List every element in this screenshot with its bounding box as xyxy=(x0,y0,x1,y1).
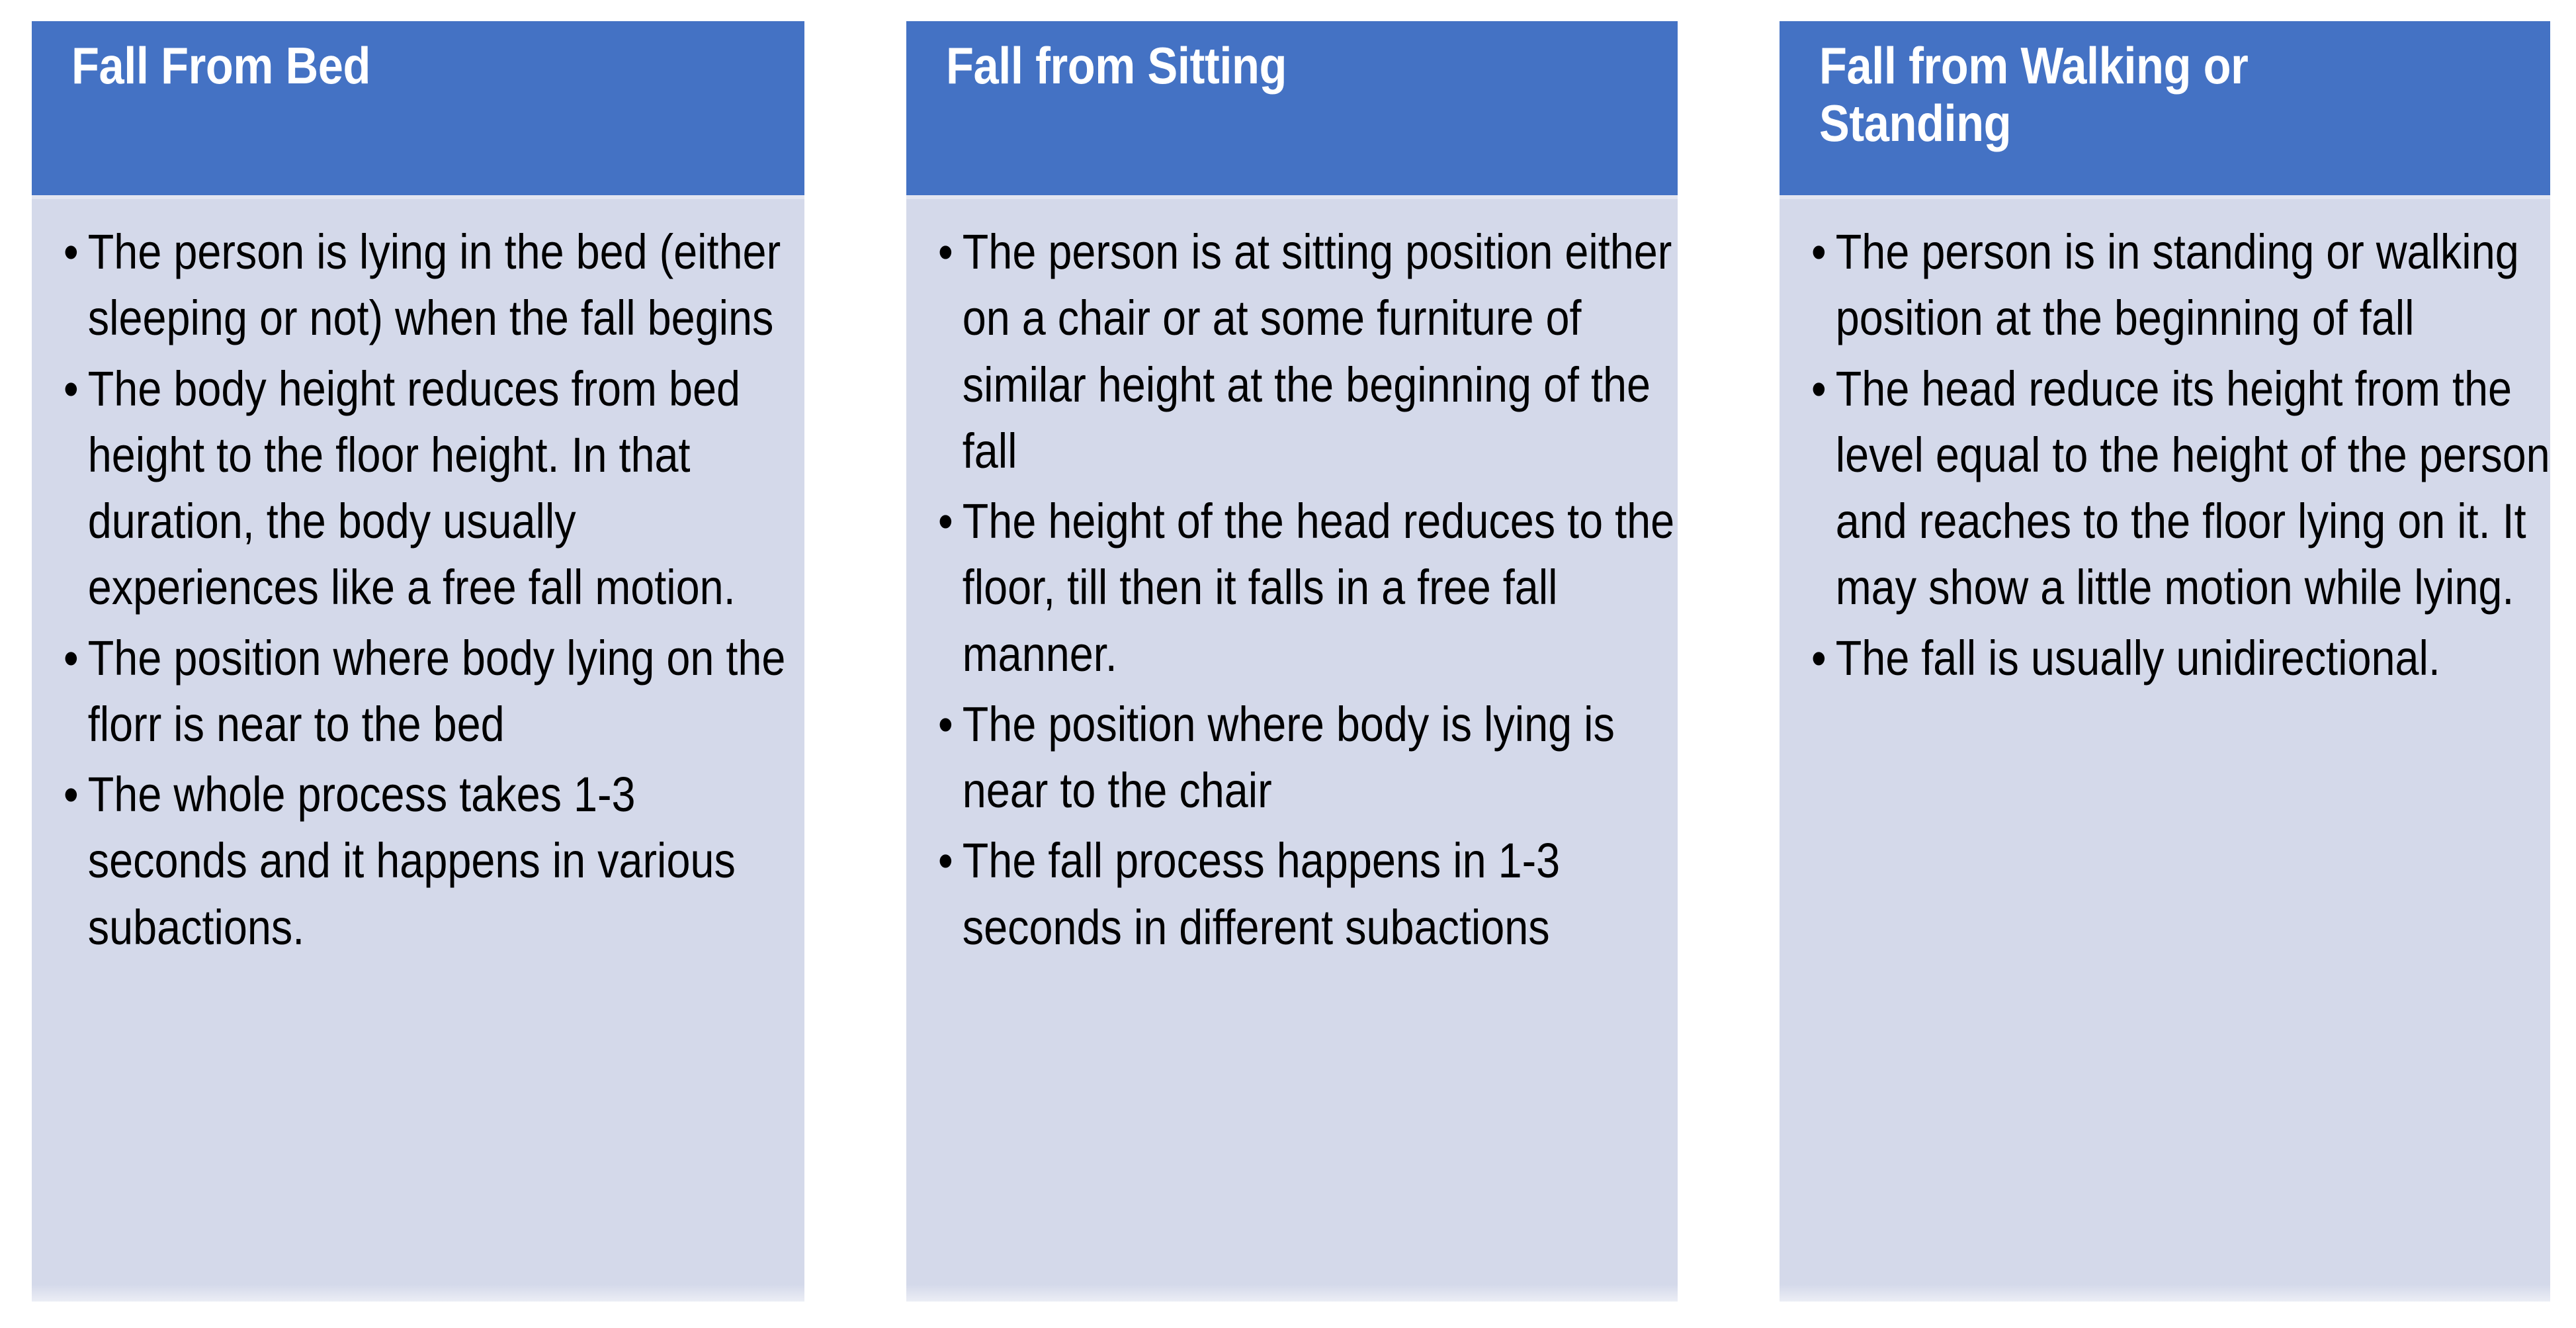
list-item: • The fall process happens in 1-3 second… xyxy=(938,828,1678,961)
list-item: • The person is lying in the bed (either… xyxy=(64,219,804,352)
card-fall-from-bed[interactable]: Fall From Bed • The person is lying in t… xyxy=(32,21,804,1302)
bullet-dot-icon: • xyxy=(938,696,953,752)
list-item-text: The fall process happens in 1-3 seconds … xyxy=(962,833,1561,955)
list-item: • The position where body is lying is ne… xyxy=(938,691,1678,824)
list-item-text: The fall is usually unidirectional. xyxy=(1835,630,2440,686)
bullet-dot-icon: • xyxy=(1811,630,1826,686)
list-item: • The person is at sitting position eith… xyxy=(938,219,1678,484)
list-item-text: The whole process takes 1-3 seconds and … xyxy=(87,767,736,955)
card-body-1: • The person is lying in the bed (either… xyxy=(32,195,804,1302)
card-header-2: Fall from Sitting xyxy=(906,21,1678,195)
card-fall-from-walking-or-standing[interactable]: Fall from Walking or Standing • The pers… xyxy=(1780,21,2550,1302)
list-item-text: The person is in standing or walking pos… xyxy=(1835,224,2519,346)
bullet-dot-icon: • xyxy=(938,833,953,889)
list-item: • The whole process takes 1-3 seconds an… xyxy=(64,762,804,961)
card-title-3: Fall from Walking or Standing xyxy=(1819,36,2249,153)
bullet-dot-icon: • xyxy=(64,767,79,822)
card-header-3: Fall from Walking or Standing xyxy=(1780,21,2550,195)
bullet-dot-icon: • xyxy=(938,224,953,279)
list-item: • The height of the head reduces to the … xyxy=(938,488,1678,687)
bullet-list-3: • The person is in standing or walking p… xyxy=(1811,219,2550,691)
list-item: • The position where body lying on the f… xyxy=(64,625,804,758)
bullet-dot-icon: • xyxy=(64,630,79,686)
list-item: • The fall is usually unidirectional. xyxy=(1811,625,2550,691)
bullet-dot-icon: • xyxy=(64,361,79,416)
list-item: • The head reduce its height from the le… xyxy=(1811,356,2550,621)
bullet-list-2: • The person is at sitting position eith… xyxy=(938,219,1674,961)
bullet-dot-icon: • xyxy=(1811,224,1826,279)
card-body-2: • The person is at sitting position eith… xyxy=(906,195,1678,1302)
list-item-text: The person is lying in the bed (either s… xyxy=(87,224,781,346)
list-item-text: The body height reduces from bed height … xyxy=(87,361,740,615)
list-item-text: The height of the head reduces to the fl… xyxy=(962,494,1675,682)
list-item: • The body height reduces from bed heigh… xyxy=(64,356,804,621)
card-body-3: • The person is in standing or walking p… xyxy=(1780,195,2550,1302)
card-header-1: Fall From Bed xyxy=(32,21,804,195)
card-title-1: Fall From Bed xyxy=(71,36,370,95)
card-fall-from-sitting[interactable]: Fall from Sitting • The person is at sit… xyxy=(906,21,1678,1302)
list-item-text: The position where body is lying is near… xyxy=(962,696,1615,819)
list-item: • The person is in standing or walking p… xyxy=(1811,219,2550,352)
bullet-list-1: • The person is lying in the bed (either… xyxy=(64,219,785,961)
list-item-text: The person is at sitting position either… xyxy=(962,224,1672,478)
list-item-text: The position where body lying on the flo… xyxy=(87,630,786,752)
card-title-2: Fall from Sitting xyxy=(946,36,1287,95)
list-item-text: The head reduce its height from the leve… xyxy=(1835,361,2550,615)
bullet-dot-icon: • xyxy=(64,224,79,279)
bullet-dot-icon: • xyxy=(938,494,953,549)
bullet-dot-icon: • xyxy=(1811,361,1826,416)
